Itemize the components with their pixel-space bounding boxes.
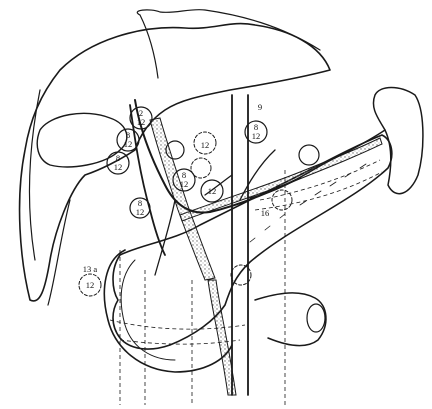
node-circle-16 [272,190,292,210]
liver-caudate-fold [137,10,320,50]
gallbladder [37,113,127,167]
label-node-9: 9 [258,102,262,112]
pancreas [113,135,392,349]
label-node-12b: 12 [124,139,133,149]
label-node-12e: 12 [201,140,210,150]
liver-lobe-line [140,15,158,78]
label-node-12-9: 12 [252,131,261,141]
hepatic-artery [135,100,300,213]
label-node-12c: 12 [114,162,123,172]
jejunum [255,293,326,346]
label-node-12-right: 12 [208,186,217,196]
label-node-13a: 13 a [83,264,98,274]
aorta [232,95,248,395]
label-node-16: 16 [261,208,270,218]
label-node-12f: 12 [180,179,189,189]
jejunum-lumen [307,304,325,332]
node-circle-plain-2 [299,145,319,165]
label-node-12-top: 12 [137,117,146,127]
label-node-12d: 12 [136,207,145,217]
liver-outline [20,24,330,301]
splenic-vein [180,138,382,221]
label-node-13a-sub: 12 [86,280,95,290]
